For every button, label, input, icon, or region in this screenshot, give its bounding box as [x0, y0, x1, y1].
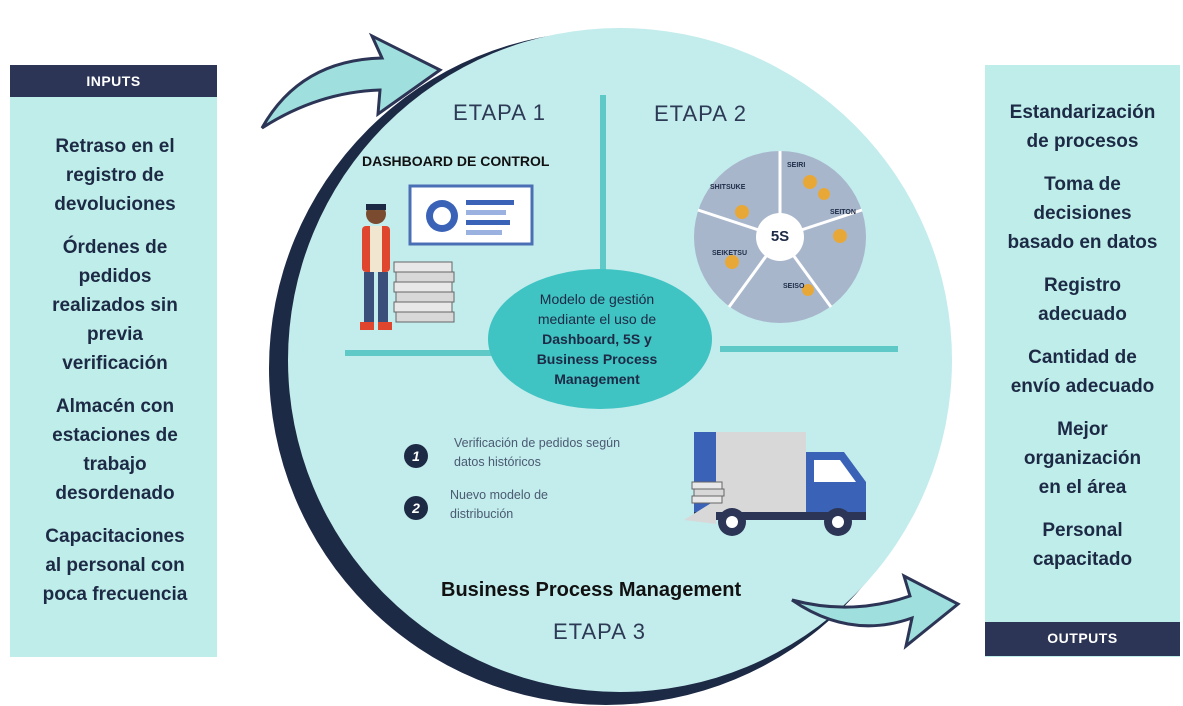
- output-item: Mejor organización en el área: [1023, 419, 1142, 498]
- output-arrow: [791, 573, 961, 650]
- input-item: Capacitaciones al personal con poca frec…: [42, 526, 188, 605]
- center-model-text: Modelo de gestión mediante el uso de Das…: [487, 289, 707, 389]
- dashboard-illustration: [408, 184, 534, 246]
- outputs-footer: OUTPUTS: [985, 622, 1180, 656]
- center-bold-1: Dashboard, 5S y: [542, 331, 652, 347]
- step-1-text: Verificación de pedidos según datos hist…: [454, 434, 620, 472]
- right-divider: [720, 346, 898, 352]
- center-bold-3: Management: [554, 371, 640, 387]
- input-item: Almacén con estaciones de trabajo desord…: [52, 396, 178, 504]
- outputs-list: Estandarización de procesos Toma de deci…: [985, 98, 1180, 588]
- five-s-center: 5S: [770, 228, 790, 245]
- step-1-line-1: Verificación de pedidos según: [454, 436, 621, 450]
- input-item: Retraso en el registro de devoluciones: [54, 136, 176, 215]
- shitsuke-label: SHITSUKE: [710, 184, 746, 191]
- input-arrow: [260, 32, 443, 130]
- step-2-text: Nuevo modelo de distribución: [450, 486, 548, 524]
- inputs-header: INPUTS: [10, 65, 217, 97]
- outputs-panel: [985, 65, 1180, 657]
- output-item: Estandarización de procesos: [1009, 102, 1156, 152]
- input-item: Órdenes de pedidos realizados sin previa…: [52, 237, 178, 374]
- inputs-panel: [10, 65, 217, 657]
- output-item: Personal capacitado: [1032, 520, 1133, 570]
- output-item: Toma de decisiones basado en datos: [1007, 174, 1158, 253]
- stage-1-label: ETAPA 1: [453, 100, 547, 125]
- step-2-badge: 2: [404, 496, 428, 520]
- worker-figure: [360, 204, 392, 330]
- stage-2-label: ETAPA 2: [654, 101, 748, 126]
- inputs-list: Retraso en el registro de devoluciones Ó…: [10, 132, 220, 623]
- stage-3-label: ETAPA 3: [553, 619, 647, 644]
- seiketsu-label: SEIKETSU: [712, 250, 748, 257]
- left-divider: [345, 350, 500, 356]
- paper-stack: [393, 261, 455, 323]
- five-s-wheel: [694, 151, 866, 323]
- output-item: Registro adecuado: [1038, 275, 1127, 325]
- center-line-1: Modelo de gestión: [539, 291, 655, 307]
- seiso-label: SEISO: [783, 283, 805, 290]
- seiton-label: SEITON: [830, 209, 856, 216]
- step-2-line-1: Nuevo modelo de: [450, 488, 548, 502]
- vertical-divider: [600, 95, 606, 273]
- step-1-line-2: datos históricos: [454, 455, 541, 469]
- step-2-line-2: distribución: [450, 507, 514, 521]
- center-bold-2: Business Process: [536, 351, 658, 367]
- step-1-badge: 1: [404, 444, 428, 468]
- center-line-2: mediante el uso de: [537, 311, 657, 327]
- truck-illustration: [684, 432, 866, 536]
- center-ellipse: [488, 269, 712, 409]
- seiri-label: SEIRI: [787, 162, 806, 169]
- dashboard-title: DASHBOARD DE CONTROL: [362, 153, 550, 169]
- output-item: Cantidad de envío adecuado: [1010, 347, 1155, 397]
- bpm-title: Business Process Management: [441, 579, 742, 601]
